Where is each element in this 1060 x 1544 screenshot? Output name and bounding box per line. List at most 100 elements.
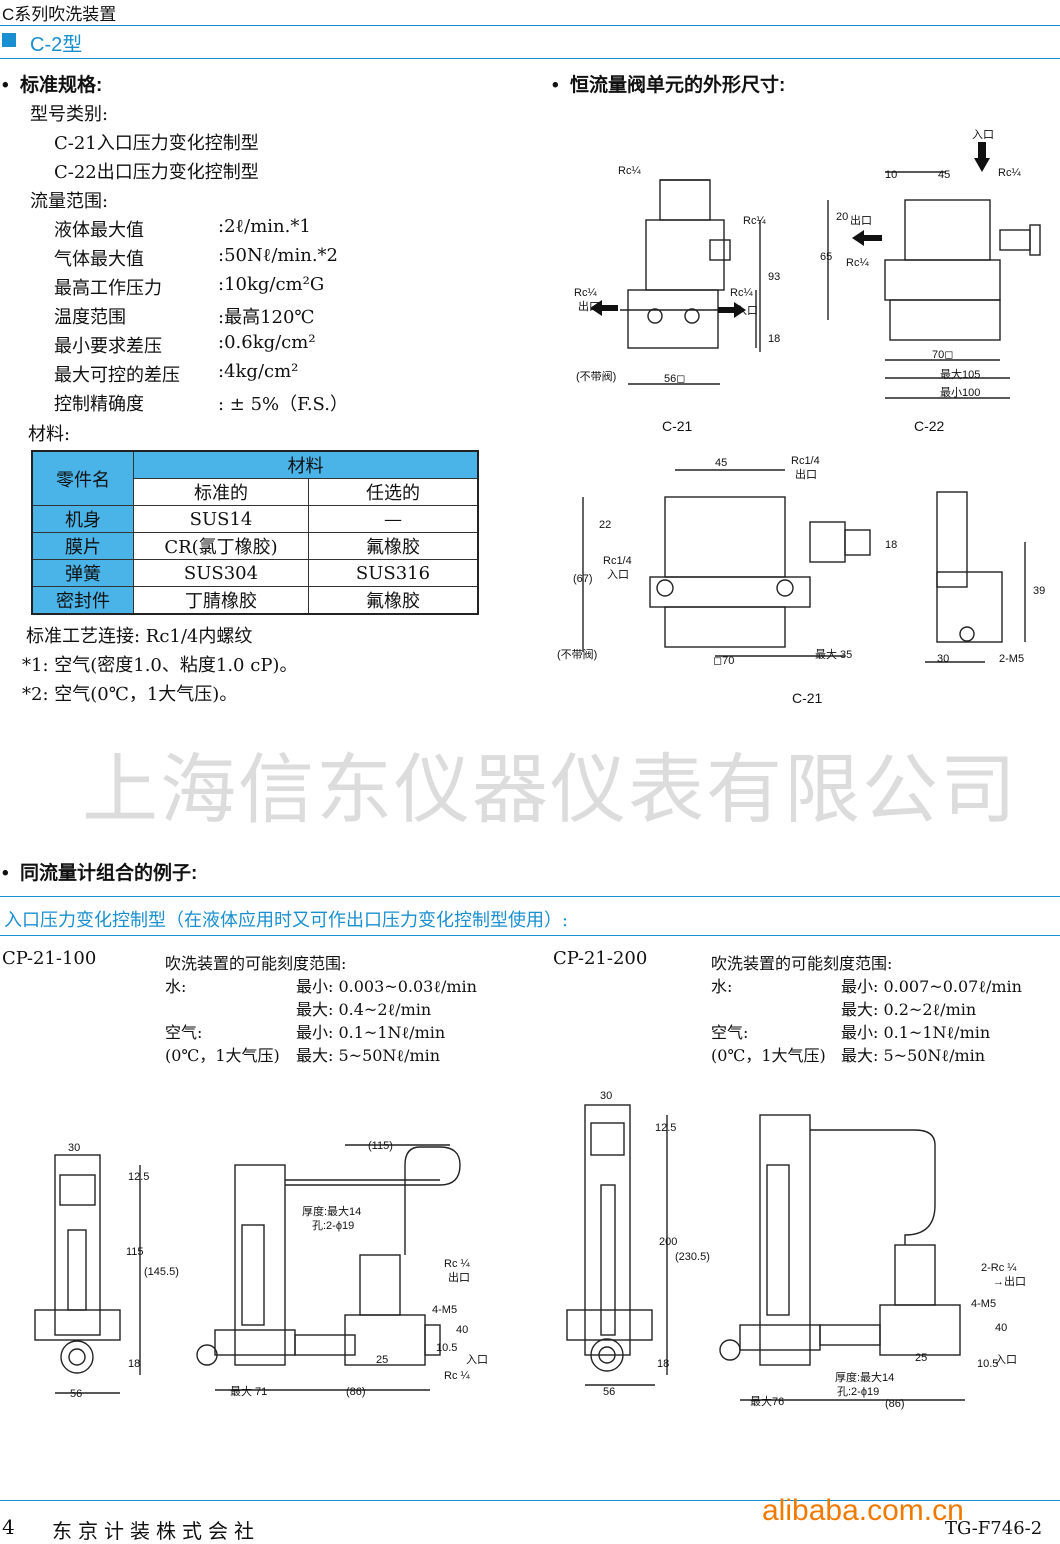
part-cell: 膜片 <box>31 532 134 560</box>
svg-text:18: 18 <box>657 1358 669 1370</box>
svg-text:2-M5: 2-M5 <box>999 653 1024 665</box>
svg-text:入口: 入口 <box>607 569 629 581</box>
svg-text:(115): (115) <box>368 1140 393 1152</box>
model-title: C-2型 <box>30 34 83 56</box>
spec-value-max-dp: :4kg/cm² <box>218 361 299 382</box>
svg-text:4-M5: 4-M5 <box>971 1298 996 1310</box>
spec-value-liquid: :2ℓ/min.*1 <box>218 216 311 237</box>
footer-doc-code: TG-F746-2 <box>945 1518 1043 1539</box>
svg-text:入口: 入口 <box>995 1354 1017 1366</box>
combo-right-air-cond: (0℃，1大气压) <box>711 1046 826 1065</box>
valve-dimension-drawing-bottom: 45 Rc1/4 出口 22 Rc1/4 入口 (67) (不带阀) ◻70 最… <box>557 455 1045 667</box>
combo-right-model: CP-21-200 <box>553 948 648 969</box>
svg-text:(230.5): (230.5) <box>675 1251 710 1263</box>
standard-cell: 丁腈橡胶 <box>133 586 309 615</box>
svg-text:Rc1/4: Rc1/4 <box>603 555 632 567</box>
standard-cell: SUS304 <box>133 559 309 587</box>
combo-left-air-max: 最大: 5~50Nℓ/min <box>296 1046 441 1065</box>
table-row: 密封件 丁腈橡胶 氟橡胶 <box>31 586 479 615</box>
svg-text:20: 20 <box>836 211 848 223</box>
combo-subheading: 入口压力变化控制型（在液体应用时又可作出口压力变化控制型使用）: <box>4 910 569 931</box>
combo-left-model: CP-21-100 <box>2 948 97 969</box>
svg-text:入口: 入口 <box>466 1354 488 1366</box>
svg-text:56◻: 56◻ <box>664 373 685 385</box>
svg-text:(86): (86) <box>346 1386 366 1398</box>
spec-label-liquid: 液体最大值 <box>54 220 144 241</box>
part-cell: 机身 <box>31 505 134 533</box>
svg-text:最大105: 最大105 <box>940 367 980 381</box>
spec-label-pressure: 最高工作压力 <box>54 278 162 299</box>
spec-label-max-dp: 最大可控的差压 <box>54 365 180 386</box>
combo-right-water-min: 最小: 0.007~0.07ℓ/min <box>841 977 1022 996</box>
series-title: C系列吹洗装置 <box>2 5 117 24</box>
spec-label-gas: 气体最大值 <box>54 249 144 270</box>
svg-text:56: 56 <box>70 1388 82 1400</box>
optional-cell: SUS316 <box>308 559 479 587</box>
optional-cell: — <box>308 505 479 533</box>
flow-range-label: 流量范围: <box>30 191 109 212</box>
optional-cell: 氟橡胶 <box>308 532 479 560</box>
svg-text:115: 115 <box>126 1246 144 1258</box>
svg-text:◻70: ◻70 <box>713 655 734 667</box>
svg-text:30: 30 <box>600 1090 612 1102</box>
svg-text:45: 45 <box>938 169 950 181</box>
svg-text:(145.5): (145.5) <box>144 1266 179 1278</box>
svg-text:12.5: 12.5 <box>655 1122 676 1134</box>
table-row: 弹簧 SUS304 SUS316 <box>31 559 479 587</box>
combo-heading: 同流量计组合的例子: <box>2 858 197 885</box>
label-c21: C-21 <box>662 418 693 434</box>
valve-dimension-drawing-top: Rc¼ Rc¼ Rc¼ 出口 Rc¼ 入口 (不带阀) 56◻ 93 18 入口… <box>574 129 1041 399</box>
model-title-marker <box>2 33 16 47</box>
svg-text:Rc¼: Rc¼ <box>618 165 641 177</box>
svg-text:Rc¼: Rc¼ <box>743 215 766 227</box>
svg-text:70◻: 70◻ <box>932 349 953 361</box>
svg-text:25: 25 <box>915 1352 927 1364</box>
combo-right-water-max: 最大: 0.2~2ℓ/min <box>841 1000 977 1019</box>
optional-header: 任选的 <box>308 478 479 506</box>
combo-right-air-min: 最小: 0.1~1Nℓ/min <box>841 1023 991 1042</box>
svg-text:Rc ¼: Rc ¼ <box>444 1370 471 1382</box>
svg-text:最大 71: 最大 71 <box>230 1384 267 1398</box>
combo-right-drawing: 30 12.5 200 (230.5) 18 56 2-Rc ¼ →出口 4-M… <box>566 1090 1026 1410</box>
svg-text:10: 10 <box>885 169 897 181</box>
svg-text:39: 39 <box>1033 585 1045 597</box>
svg-text:(不带阀): (不带阀) <box>557 647 597 661</box>
svg-text:Rc ¼: Rc ¼ <box>444 1258 471 1270</box>
material-header: 材料 <box>133 450 479 479</box>
svg-text:Rc¼: Rc¼ <box>730 287 753 299</box>
svg-text:10.5: 10.5 <box>436 1342 457 1354</box>
svg-text:厚度:最大14: 厚度:最大14 <box>835 1370 894 1384</box>
combo-right-range-title: 吹洗装置的可能刻度范围: <box>711 954 893 973</box>
footnote-1: *1: 空气(密度1.0、粘度1.0 cP)。 <box>22 655 298 676</box>
svg-text:56: 56 <box>603 1386 615 1398</box>
combo-left-air-min: 最小: 0.1~1Nℓ/min <box>296 1023 446 1042</box>
combo-right-water-label: 水: <box>711 977 733 996</box>
svg-text:(86): (86) <box>885 1398 905 1410</box>
svg-text:200: 200 <box>659 1236 677 1248</box>
combo-left-water-min: 最小: 0.003~0.03ℓ/min <box>296 977 477 996</box>
spec-heading: 标准规格: <box>2 70 102 97</box>
connection-note: 标准工艺连接: Rc1/4内螺纹 <box>26 626 253 647</box>
svg-text:(不带阀): (不带阀) <box>576 369 616 383</box>
table-row: 膜片 CR(氯丁橡胶) 氟橡胶 <box>31 532 479 560</box>
part-cell: 弹簧 <box>31 559 134 587</box>
dimensions-heading: 恒流量阀单元的外形尺寸: <box>552 70 785 97</box>
svg-text:25: 25 <box>376 1354 388 1366</box>
svg-text:2-Rc ¼: 2-Rc ¼ <box>981 1262 1017 1274</box>
spec-label-temp: 温度范围 <box>54 307 126 328</box>
spec-label-accuracy: 控制精确度 <box>54 394 144 415</box>
model-type-1: C-21入口压力变化控制型 <box>54 133 259 154</box>
combo-right-air-label: 空气: <box>711 1023 749 1042</box>
materials-table: 零件名 材料 标准的 任选的 机身 SUS14 — 膜片 CR(氯丁橡胶) 氟橡… <box>31 450 479 615</box>
svg-text:出口: 出口 <box>448 1270 470 1284</box>
svg-text:10.5: 10.5 <box>977 1358 998 1370</box>
part-cell: 密封件 <box>31 586 134 615</box>
svg-text:30: 30 <box>937 653 949 665</box>
combo-right-air-max: 最大: 5~50Nℓ/min <box>841 1046 986 1065</box>
spec-value-pressure: :10kg/cm²G <box>218 274 325 295</box>
svg-text:4-M5: 4-M5 <box>432 1304 457 1316</box>
svg-text:最小100: 最小100 <box>940 386 980 399</box>
standard-cell: CR(氯丁橡胶) <box>133 532 309 560</box>
svg-text:65: 65 <box>820 251 832 263</box>
svg-text:厚度:最大14: 厚度:最大14 <box>302 1204 361 1218</box>
